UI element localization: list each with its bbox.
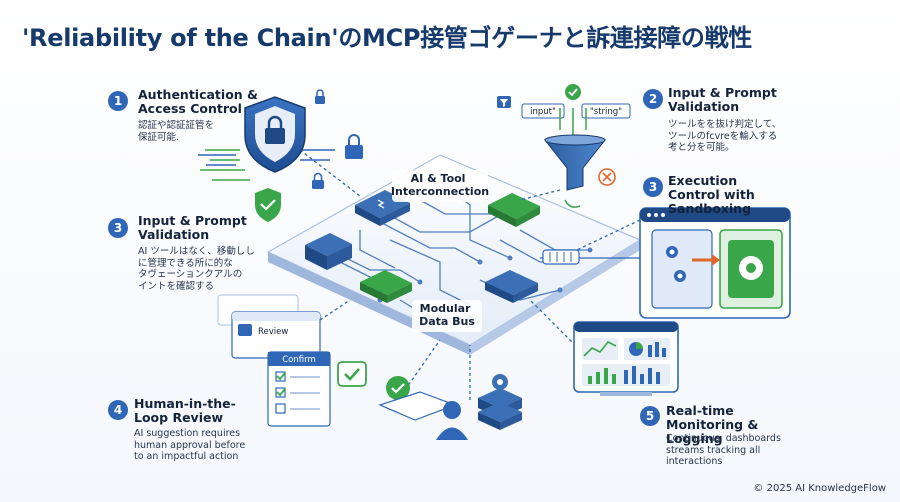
callout-desc: 認証や認証証管を 保証可能. [138,120,215,143]
callout-title: Input & Prompt Validation [138,213,247,242]
step-badge: 5 [640,406,660,426]
page-title: 'Reliability of the Chain'のMCP接管ゴゲーナと訴連接… [22,24,753,52]
central-platform [266,154,642,355]
chip-right [485,270,538,303]
callout-desc: AI ツールはなく、移動しし に管理できる所に的な タヴェーションクアルの イン… [138,246,255,292]
hub-top-line-1: AI & Tool [411,172,466,185]
callout-title: Input & Prompt Validation [668,85,777,114]
hub-bottom-line-1: Modular [420,302,471,315]
review-cards [217,294,367,427]
chip-green-mid [360,270,412,303]
hub-bottom-line-2: Data Bus [419,315,475,328]
validation-tag-2: "string" [590,107,622,117]
confirm-card-label: Confirm [282,355,316,365]
callout-title: Authentication & Access Control [138,87,258,116]
hub-top-label: AI & Tool Interconnection [391,172,489,198]
step-badge: 4 [108,400,128,420]
callout-title: Execution Control with Sandboxing [668,173,755,216]
chip-server [305,233,352,270]
step-badge: 2 [643,89,663,109]
step-badge: 3 [643,177,663,197]
auth-illustration [198,89,363,222]
hub-top-line-2: Interconnection [391,185,489,198]
human-approval [378,374,522,440]
validation-tag-1: input" [530,107,556,117]
hub-bottom-label: Modular Data Bus [419,302,475,328]
review-card-label: Review [258,327,288,337]
callout-desc: AI suggestion requires human approval be… [134,428,246,462]
sandbox-window [540,207,791,319]
step-badge: 3 [108,218,128,238]
step-badge: 1 [108,91,128,111]
callout-desc: Continuous, dashboards streams tracking … [666,433,781,467]
callout-title: Real-time Monitoring & Logging [666,403,759,446]
chip-green-top [488,193,540,227]
validation-funnel [497,84,631,208]
monitoring-dashboard [573,321,679,396]
callout-title: Human-in-the-Loop Review [134,396,236,425]
copyright-footer: © 2025 AI KnowledgeFlow [753,483,886,494]
callout-desc: ツールをを抜け判定して、 ツールのfcvreを輸入する 考と分を可能。 [668,119,782,153]
